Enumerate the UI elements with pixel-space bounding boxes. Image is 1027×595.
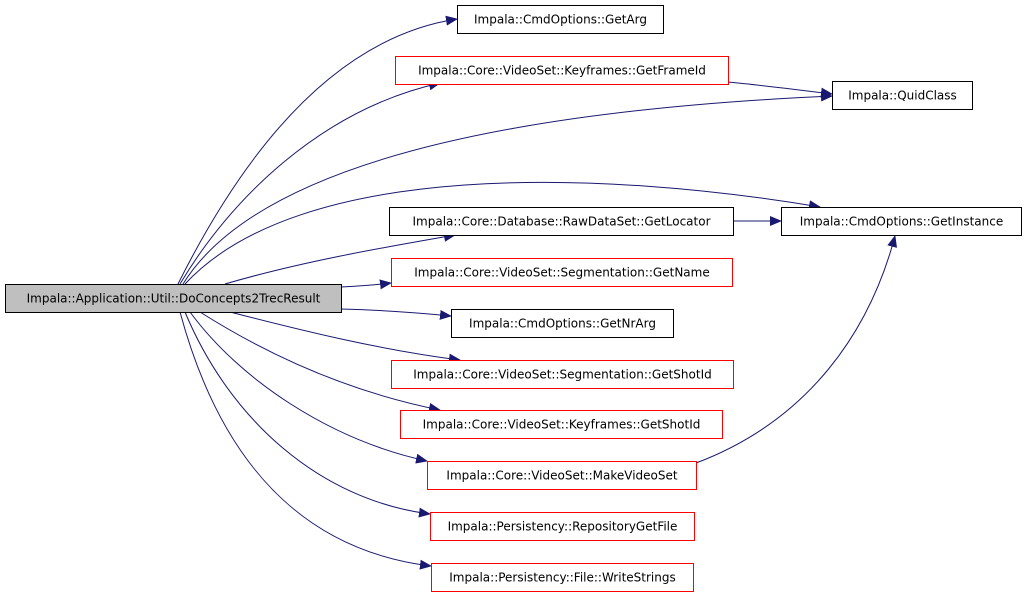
edge-root-to-getframeid xyxy=(179,80,441,285)
node-repogetfile[interactable]: Impala::Persistency::RepositoryGetFile xyxy=(430,512,695,541)
node-root[interactable]: Impala::Application::Util::DoConcepts2Tr… xyxy=(5,284,342,313)
node-box-getnrarg xyxy=(451,309,674,338)
edge-root-to-makevideoset xyxy=(189,311,428,464)
node-label-kf_getshotid: Impala::Core::VideoSet::Keyframes::GetSh… xyxy=(423,418,701,432)
node-label-getframeid: Impala::Core::VideoSet::Keyframes::GetFr… xyxy=(418,64,706,78)
edge-root-to-getinstance xyxy=(184,181,821,285)
node-box-getarg xyxy=(457,5,664,34)
node-label-makevideoset: Impala::Core::VideoSet::MakeVideoSet xyxy=(446,469,677,483)
node-label-getlocator: Impala::Core::Database::RawDataSet::GetL… xyxy=(413,215,711,229)
node-box-kf_getshotid xyxy=(400,410,723,439)
edges-layer xyxy=(177,15,898,570)
node-kf_getshotid[interactable]: Impala::Core::VideoSet::Keyframes::GetSh… xyxy=(400,410,723,439)
edge-root-to-getname xyxy=(340,279,392,290)
node-getarg[interactable]: Impala::CmdOptions::GetArg xyxy=(457,5,664,34)
node-makevideoset[interactable]: Impala::Core::VideoSet::MakeVideoSet xyxy=(427,461,697,490)
node-getnrarg[interactable]: Impala::CmdOptions::GetNrArg xyxy=(451,309,674,338)
node-label-root: Impala::Application::Util::DoConcepts2Tr… xyxy=(27,292,321,306)
edge-root-to-writestrings xyxy=(179,311,432,570)
node-writestrings[interactable]: Impala::Persistency::File::WriteStrings xyxy=(431,563,694,592)
edge-root-to-quidclass xyxy=(182,91,833,285)
edge-getframeid-to-quidclass xyxy=(727,81,833,98)
node-label-getinstance: Impala::CmdOptions::GetInstance xyxy=(800,215,1003,229)
node-quidclass[interactable]: Impala::QuidClass xyxy=(832,81,973,110)
node-box-root xyxy=(5,284,342,313)
edge-root-to-getlocator xyxy=(224,231,456,285)
node-getlocator[interactable]: Impala::Core::Database::RawDataSet::GetL… xyxy=(389,207,734,236)
node-getframeid[interactable]: Impala::Core::VideoSet::Keyframes::GetFr… xyxy=(395,56,729,85)
node-box-getframeid xyxy=(395,56,729,85)
node-label-repogetfile: Impala::Persistency::RepositoryGetFile xyxy=(448,520,678,534)
node-box-getlocator xyxy=(389,207,734,236)
node-label-getarg: Impala::CmdOptions::GetArg xyxy=(474,13,647,27)
edge-makevideoset-to-getinstance xyxy=(695,235,898,464)
node-box-makevideoset xyxy=(427,461,697,490)
nodes-layer: Impala::Application::Util::DoConcepts2Tr… xyxy=(5,5,1022,592)
node-box-quidclass xyxy=(832,81,973,110)
node-box-getinstance xyxy=(781,207,1022,236)
node-box-getname xyxy=(391,258,733,287)
node-box-seg_getshotid xyxy=(391,360,734,389)
node-label-quidclass: Impala::QuidClass xyxy=(848,89,957,103)
edge-root-to-getarg xyxy=(177,15,458,285)
node-getinstance[interactable]: Impala::CmdOptions::GetInstance xyxy=(781,207,1022,236)
node-box-writestrings xyxy=(431,563,694,592)
edge-root-to-kf_getshotid xyxy=(199,311,441,413)
node-box-repogetfile xyxy=(430,512,695,541)
node-getname[interactable]: Impala::Core::VideoSet::Segmentation::Ge… xyxy=(391,258,733,287)
edge-root-to-getnrarg xyxy=(340,308,452,320)
node-label-getnrarg: Impala::CmdOptions::GetNrArg xyxy=(469,317,656,331)
node-label-getname: Impala::Core::VideoSet::Segmentation::Ge… xyxy=(414,266,709,280)
node-seg_getshotid[interactable]: Impala::Core::VideoSet::Segmentation::Ge… xyxy=(391,360,734,389)
edge-root-to-seg_getshotid xyxy=(229,311,461,364)
edge-root-to-repogetfile xyxy=(184,311,431,518)
node-label-seg_getshotid: Impala::Core::VideoSet::Segmentation::Ge… xyxy=(413,368,711,382)
node-label-writestrings: Impala::Persistency::File::WriteStrings xyxy=(449,571,675,585)
